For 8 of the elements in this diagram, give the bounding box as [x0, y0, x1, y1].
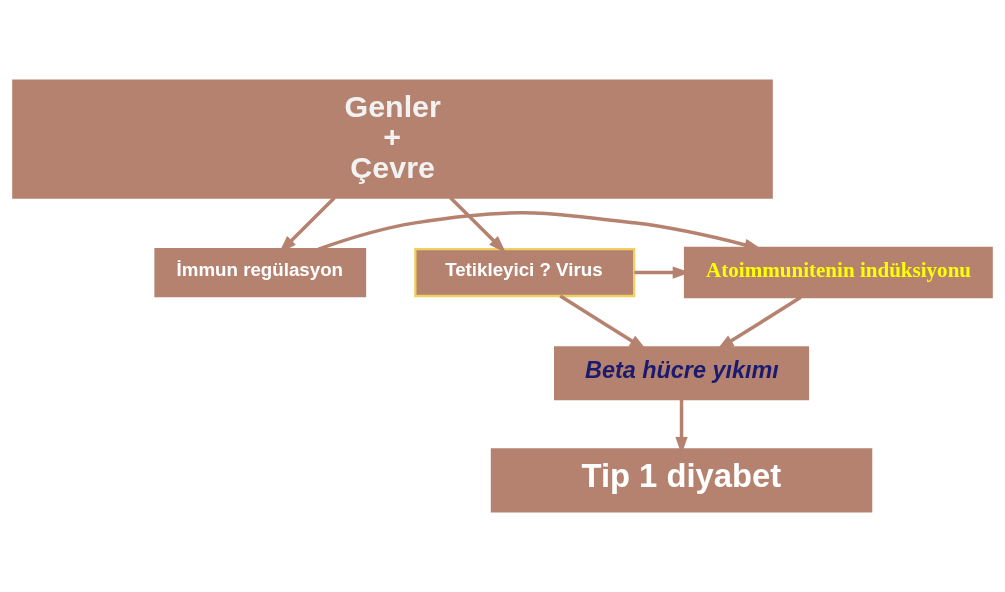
arrow [449, 196, 507, 253]
arrow [317, 211, 762, 251]
node-box: Genler + Çevre [12, 79, 773, 199]
node-box: Beta hücre yıkımı [554, 346, 810, 401]
node-box: Atoimmunitenin indüksiyonu [683, 246, 993, 299]
node-box: Tetikleyici ? Virus [414, 248, 636, 298]
node-box: İmmun regülasyon [154, 248, 367, 298]
node-box: Tip 1 diyabet [490, 448, 873, 513]
